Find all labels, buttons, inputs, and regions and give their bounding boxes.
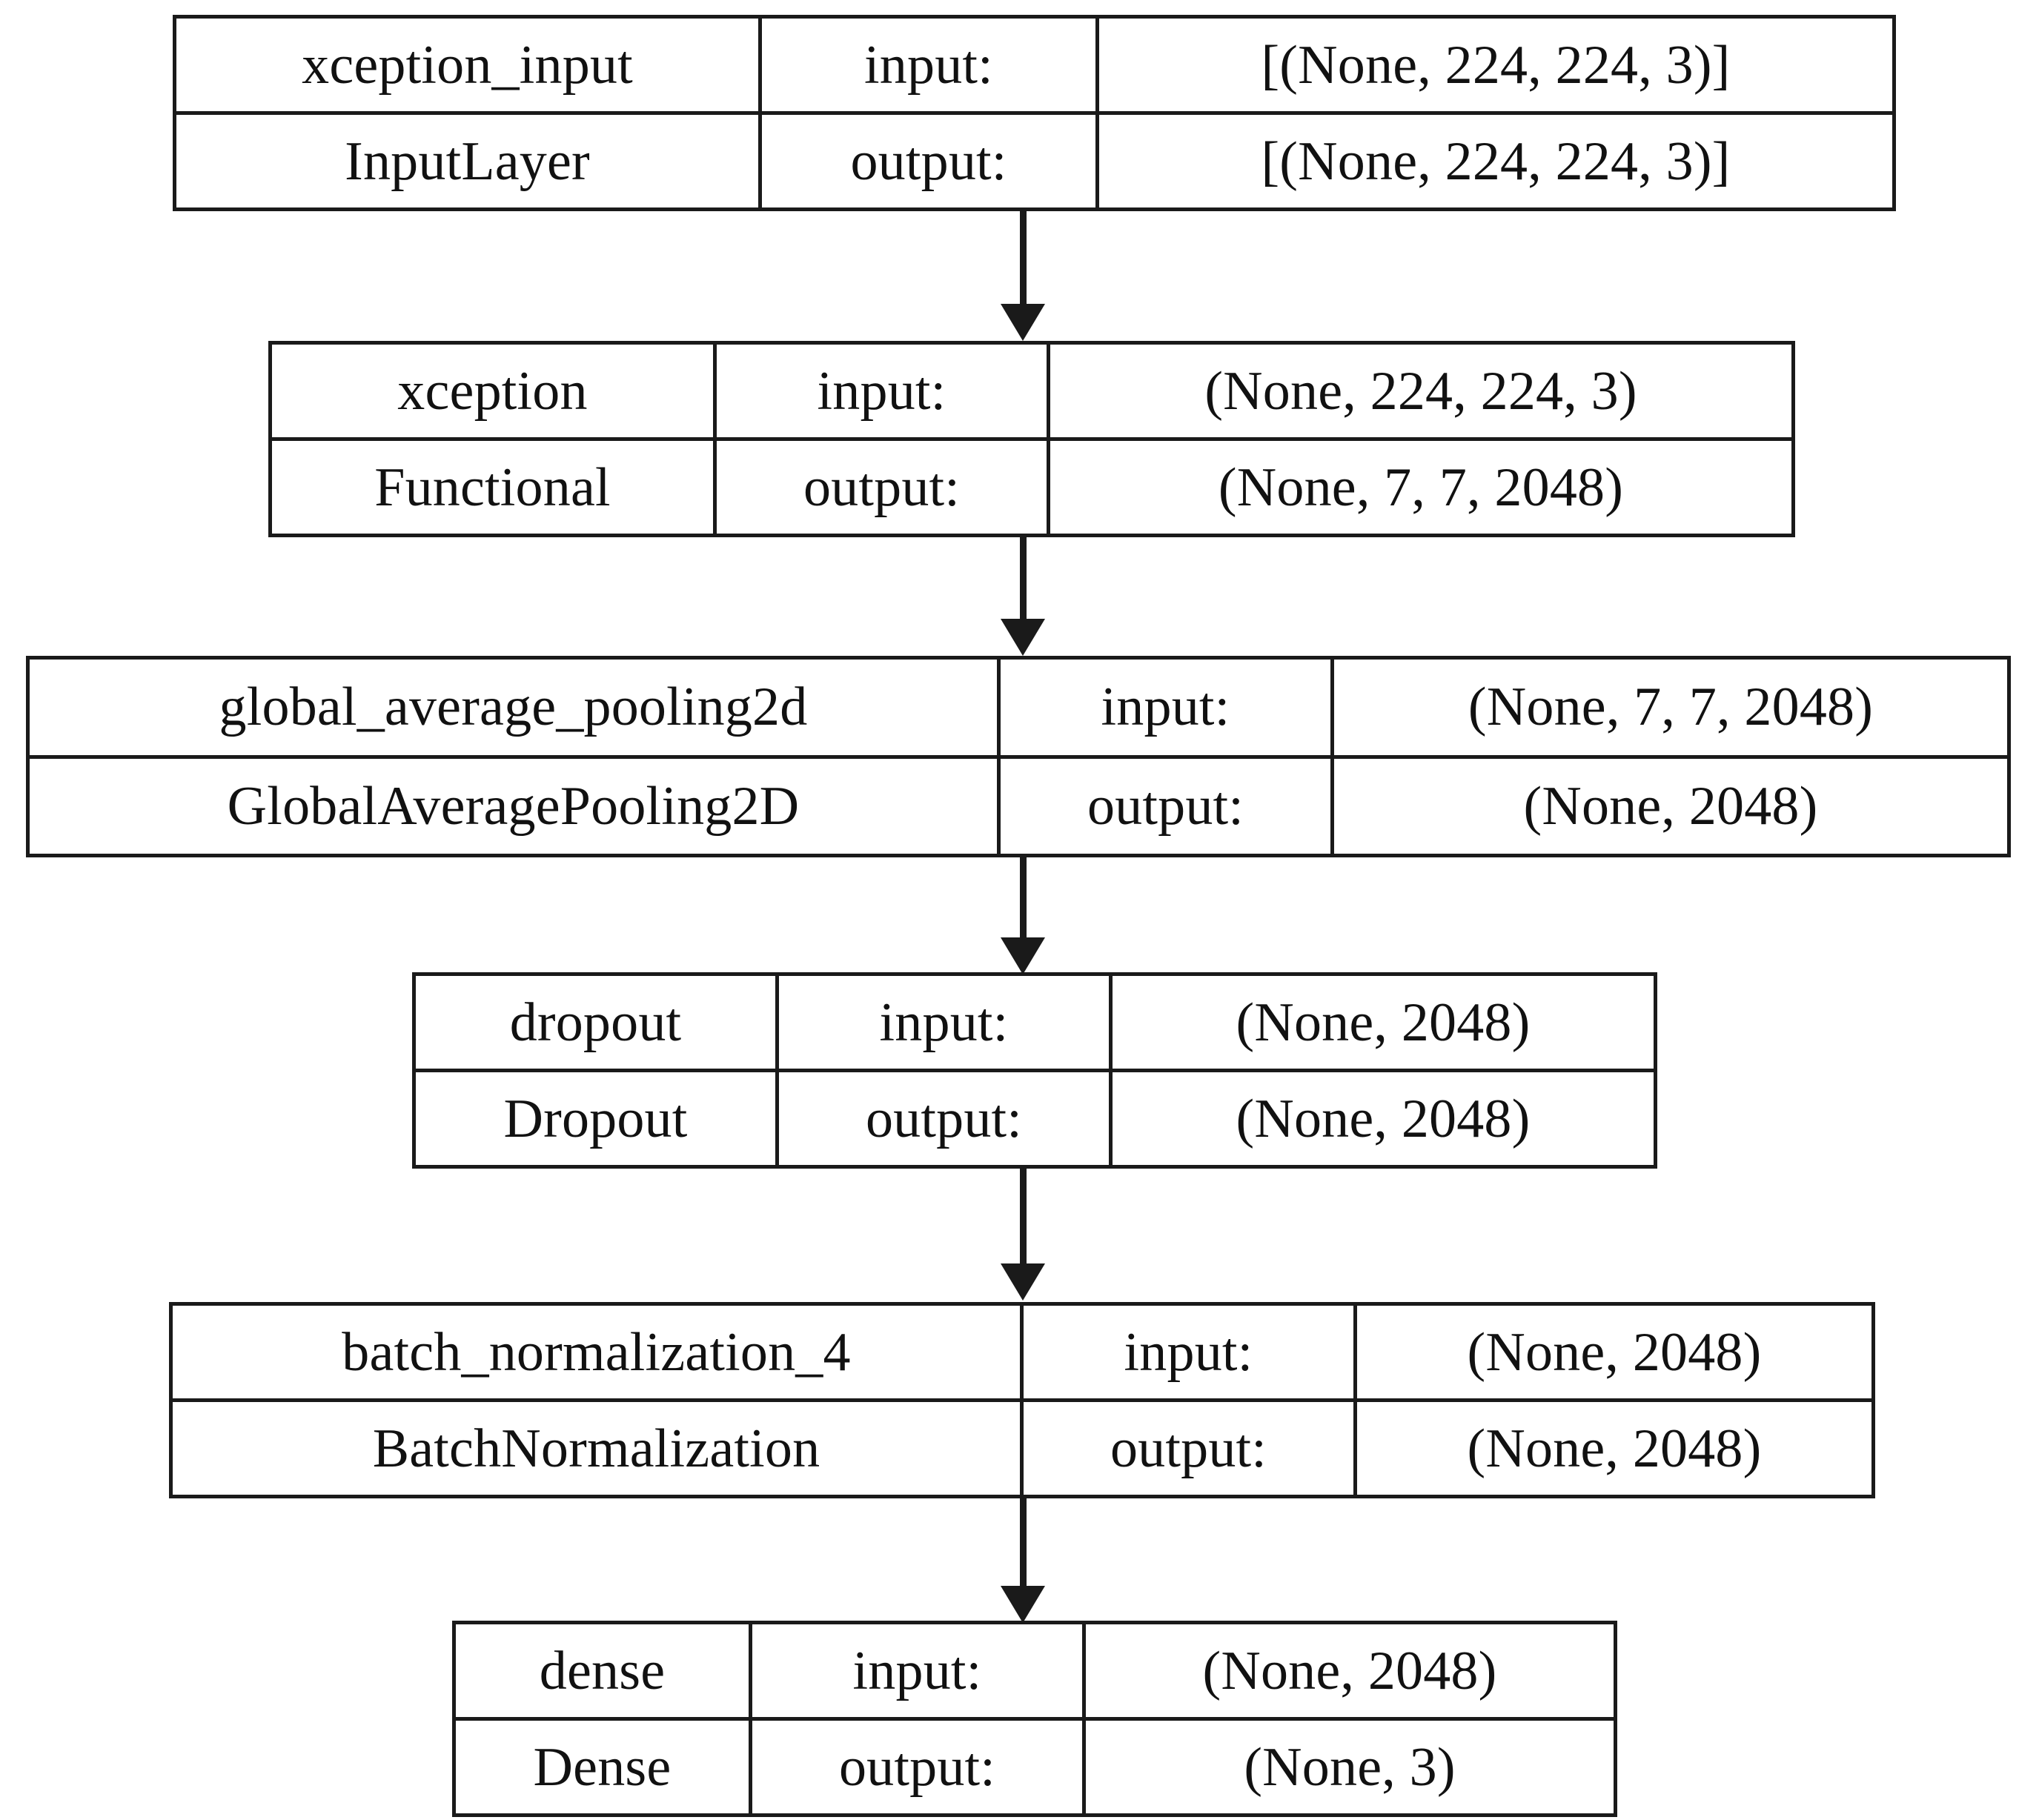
edge-line (1020, 1498, 1027, 1590)
node-row-output: Functional output: (None, 7, 7, 2048) (272, 441, 1791, 534)
layer-name: batch_normalization_4 (173, 1306, 1024, 1398)
layer-node-xception-input[interactable]: xception_input input: [(None, 224, 224, … (173, 15, 1896, 211)
output-shape-value: (None, 2048) (1523, 775, 1818, 837)
layer-name: xception (272, 345, 717, 437)
layer-node-dense[interactable]: dense input: (None, 2048) Dense output: … (452, 1621, 1617, 1817)
node-row-output: GlobalAveragePooling2D output: (None, 20… (30, 758, 2007, 854)
edge-line (1020, 1169, 1027, 1267)
layer-node-dropout[interactable]: dropout input: (None, 2048) Dropout outp… (412, 972, 1657, 1169)
io-label-output: output: (762, 115, 1099, 207)
node-row-output: InputLayer output: [(None, 224, 224, 3)] (176, 115, 1892, 207)
node-row-input: xception input: (None, 224, 224, 3) (272, 345, 1791, 441)
io-label-input: input: (717, 345, 1050, 437)
arrowhead-icon (1001, 1586, 1045, 1623)
layer-node-batch-normalization-4[interactable]: batch_normalization_4 input: (None, 2048… (169, 1302, 1875, 1498)
input-shape-value: (None, 2048) (1236, 992, 1531, 1053)
input-shape-value: (None, 224, 224, 3) (1204, 360, 1637, 422)
node-row-output: Dropout output: (None, 2048) (416, 1072, 1654, 1165)
output-shape-value: [(None, 224, 224, 3)] (1261, 130, 1731, 192)
output-shape-value: (None, 2048) (1467, 1418, 1762, 1479)
layer-node-xception[interactable]: xception input: (None, 224, 224, 3) Func… (268, 341, 1795, 537)
edge-line (1020, 857, 1027, 941)
edge-line (1020, 537, 1027, 622)
io-label-input: input: (1001, 660, 1334, 755)
layer-name: dropout (416, 976, 779, 1069)
output-shape-value: (None, 7, 7, 2048) (1218, 456, 1624, 518)
node-row-input: xception_input input: [(None, 224, 224, … (176, 19, 1892, 115)
io-label-output: output: (717, 441, 1050, 534)
io-label-input: input: (1024, 1306, 1357, 1398)
layer-class-name: GlobalAveragePooling2D (30, 758, 1001, 854)
layer-name: global_average_pooling2d (30, 660, 1001, 755)
arrowhead-icon (1001, 619, 1045, 656)
edge-line (1020, 211, 1027, 308)
io-label-output: output: (1024, 1402, 1357, 1495)
layer-class-name: BatchNormalization (173, 1402, 1024, 1495)
node-row-input: global_average_pooling2d input: (None, 7… (30, 660, 2007, 759)
layer-node-global-average-pooling2d[interactable]: global_average_pooling2d input: (None, 7… (26, 656, 2011, 857)
io-label-input: input: (752, 1624, 1086, 1717)
node-row-output: Dense output: (None, 3) (456, 1721, 1614, 1813)
input-shape-value: (None, 2048) (1202, 1640, 1497, 1701)
input-shape-value: [(None, 224, 224, 3)] (1261, 34, 1731, 96)
layer-name: xception_input (176, 19, 762, 111)
io-label-output: output: (779, 1072, 1113, 1165)
node-row-input: dropout input: (None, 2048) (416, 976, 1654, 1072)
input-shape-value: (None, 7, 7, 2048) (1468, 677, 1874, 738)
node-row-input: dense input: (None, 2048) (456, 1624, 1614, 1721)
layer-class-name: Dense (456, 1721, 752, 1813)
node-row-input: batch_normalization_4 input: (None, 2048… (173, 1306, 1871, 1402)
node-row-output: BatchNormalization output: (None, 2048) (173, 1402, 1871, 1495)
layer-class-name: InputLayer (176, 115, 762, 207)
io-label-input: input: (779, 976, 1113, 1069)
layer-class-name: Functional (272, 441, 717, 534)
input-shape-value: (None, 2048) (1467, 1321, 1762, 1383)
arrowhead-icon (1001, 304, 1045, 341)
arrowhead-icon (1001, 1263, 1045, 1301)
io-label-output: output: (752, 1721, 1086, 1813)
output-shape-value: (None, 2048) (1236, 1088, 1531, 1149)
layer-name: dense (456, 1624, 752, 1717)
io-label-output: output: (1001, 758, 1334, 854)
io-label-input: input: (762, 19, 1099, 111)
layer-class-name: Dropout (416, 1072, 779, 1165)
arrowhead-icon (1001, 937, 1045, 974)
output-shape-value: (None, 3) (1244, 1736, 1456, 1798)
